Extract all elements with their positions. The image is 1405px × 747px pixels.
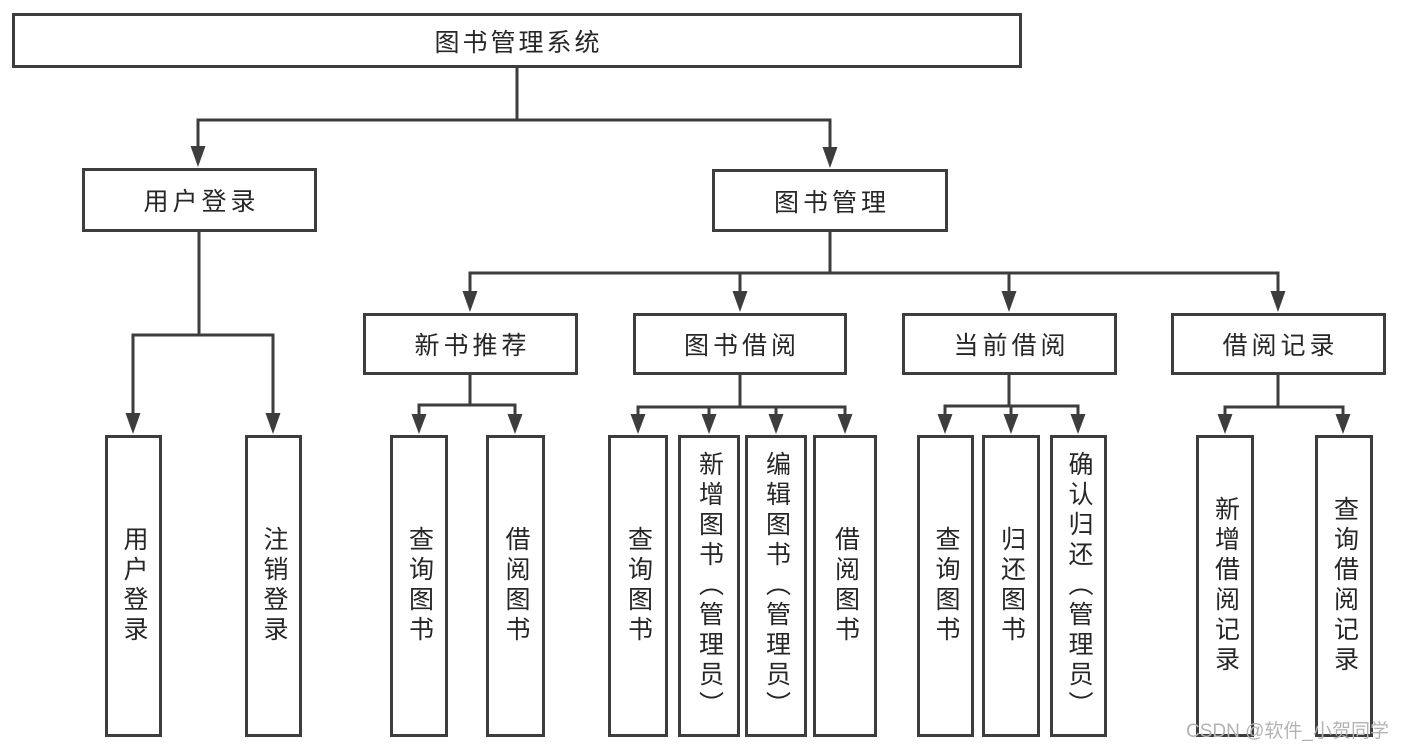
leaf-borrow-book-2: 借阅图书 — [813, 435, 877, 737]
node-book-management: 图书管理 — [712, 169, 948, 232]
leaf-label: 新增图书（管理员） — [695, 451, 724, 721]
leaf-label: 查询图书 — [624, 526, 653, 646]
leaf-label: 新增借阅记录 — [1211, 496, 1240, 676]
leaf-query-book-3: 查询图书 — [917, 435, 974, 737]
leaf-logout: 注销登录 — [245, 435, 302, 737]
leaf-label: 归还图书 — [997, 526, 1026, 646]
leaf-label: 查询图书 — [405, 526, 434, 646]
node-root: 图书管理系统 — [12, 13, 1022, 68]
leaf-label: 借阅图书 — [831, 526, 860, 646]
leaf-user-login: 用户登录 — [105, 435, 162, 737]
leaf-borrow-book-1: 借阅图书 — [486, 435, 545, 737]
node-book-borrow: 图书借阅 — [633, 313, 847, 375]
leaf-add-book-admin: 新增图书（管理员） — [678, 435, 740, 737]
node-new-book-recommend: 新书推荐 — [363, 313, 578, 375]
leaf-label: 查询借阅记录 — [1330, 496, 1359, 676]
node-user-login: 用户登录 — [82, 168, 317, 232]
leaf-label: 查询图书 — [932, 526, 960, 646]
leaf-label: 用户登录 — [120, 526, 148, 646]
leaf-edit-book-admin: 编辑图书（管理员） — [745, 435, 807, 737]
node-current-borrow: 当前借阅 — [902, 313, 1117, 375]
node-borrow-record: 借阅记录 — [1171, 313, 1386, 375]
leaf-label: 注销登录 — [260, 526, 288, 646]
leaf-label: 确认归还（管理员） — [1065, 451, 1093, 721]
leaf-add-borrow-record: 新增借阅记录 — [1196, 435, 1254, 737]
leaf-query-borrow-record: 查询借阅记录 — [1315, 435, 1373, 737]
leaf-return-book: 归还图书 — [982, 435, 1040, 737]
leaf-query-book-1: 查询图书 — [390, 435, 448, 737]
leaf-label: 借阅图书 — [502, 526, 530, 646]
leaf-query-book-2: 查询图书 — [608, 435, 668, 737]
watermark: CSDN @软件_小贺同学 — [1186, 721, 1389, 742]
leaf-label: 编辑图书（管理员） — [762, 451, 791, 721]
leaf-confirm-return-admin: 确认归还（管理员） — [1050, 435, 1107, 737]
